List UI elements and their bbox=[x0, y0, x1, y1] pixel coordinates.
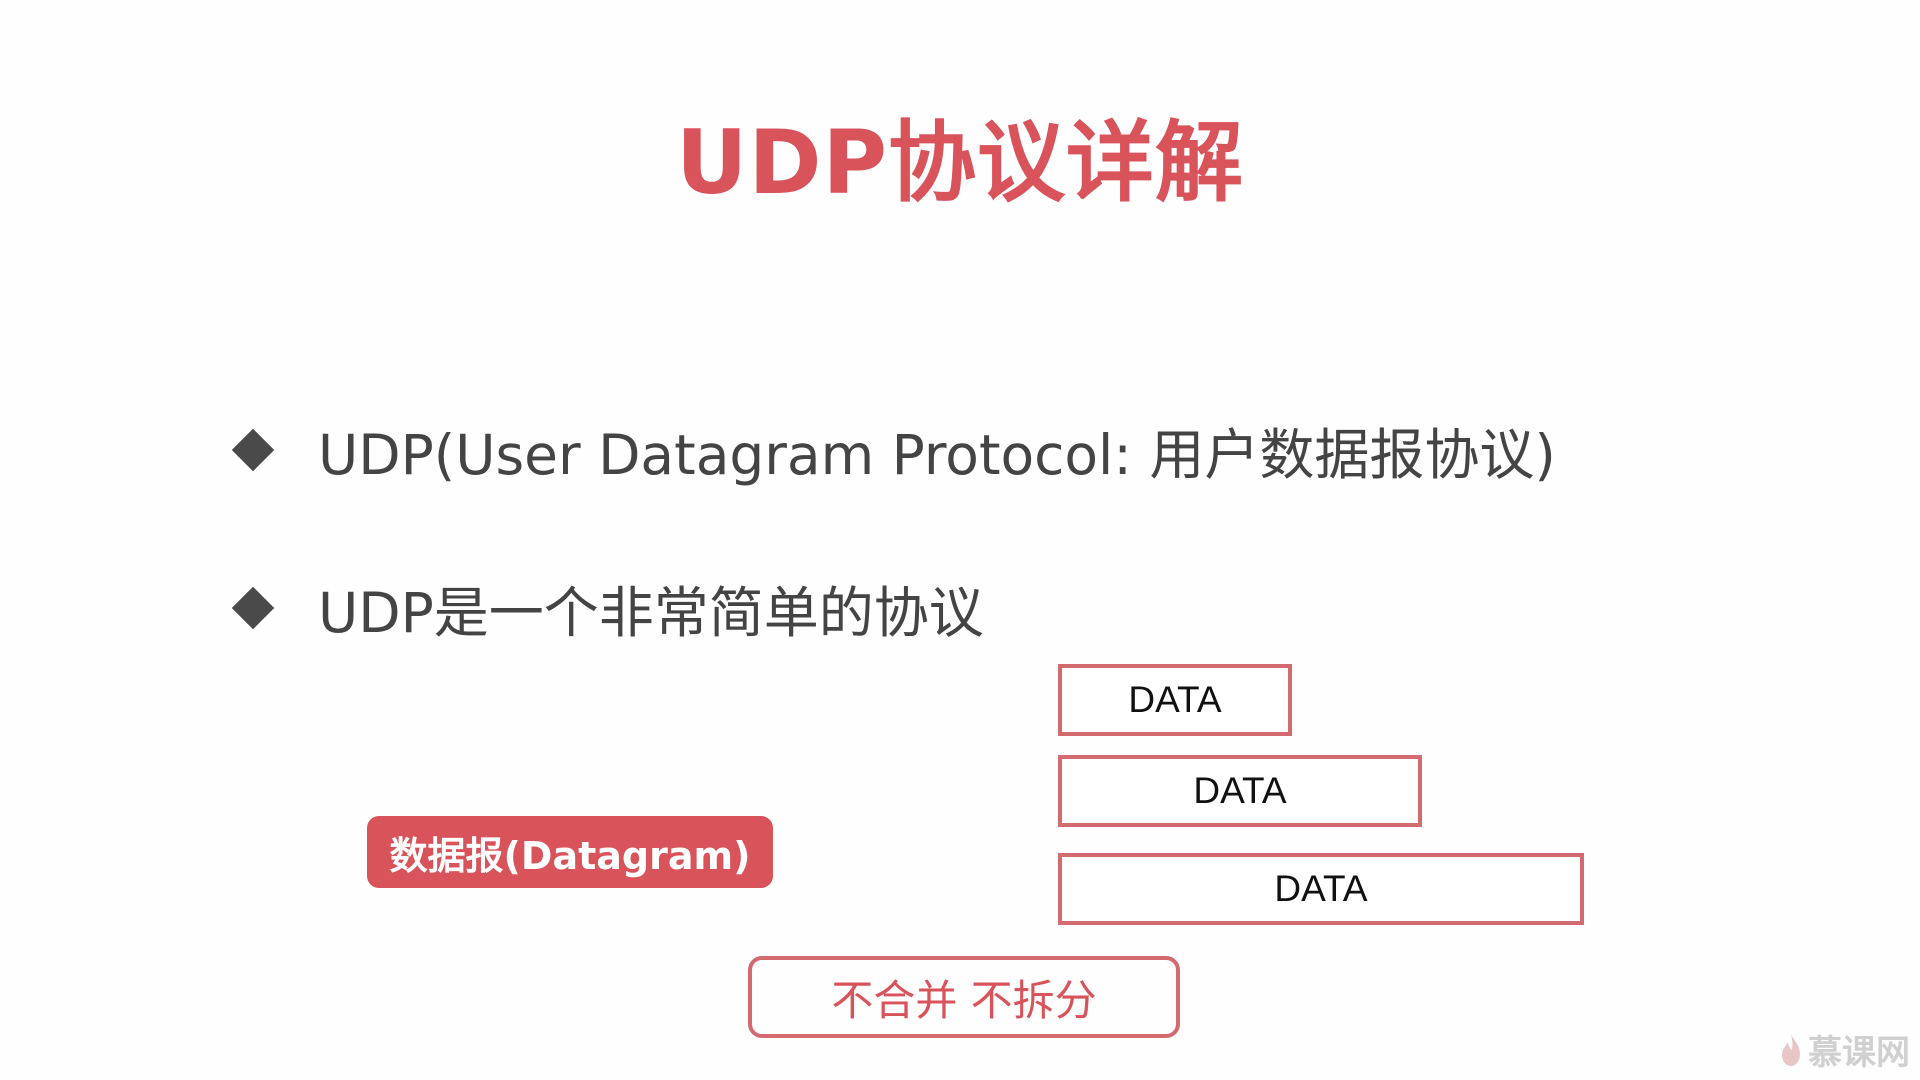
data-box-medium: DATA bbox=[1058, 755, 1422, 827]
flame-logo-icon bbox=[1782, 1033, 1800, 1066]
watermark-text: 慕课网 bbox=[1808, 1033, 1910, 1073]
diamond-bullet-icon bbox=[231, 586, 275, 630]
watermark: 慕课网 bbox=[1780, 1025, 1910, 1074]
bullet-text: UDP是一个非常简单的协议 bbox=[318, 581, 984, 645]
diamond-bullet-icon bbox=[231, 428, 275, 472]
no-merge-no-split-note: 不合并 不拆分 bbox=[748, 956, 1180, 1038]
bullet-text: UDP(User Datagram Protocol: 用户数据报协议) bbox=[318, 423, 1556, 487]
data-box-large: DATA bbox=[1058, 853, 1584, 925]
data-box-small: DATA bbox=[1058, 664, 1292, 736]
datagram-label: 数据报(Datagram) bbox=[367, 816, 773, 888]
slide-title: UDP协议详解 bbox=[675, 111, 1244, 214]
bullet-item-udp-simple: UDP是一个非常简单的协议 bbox=[231, 568, 984, 648]
bullet-item-udp-definition: UDP(User Datagram Protocol: 用户数据报协议) bbox=[231, 410, 1556, 490]
